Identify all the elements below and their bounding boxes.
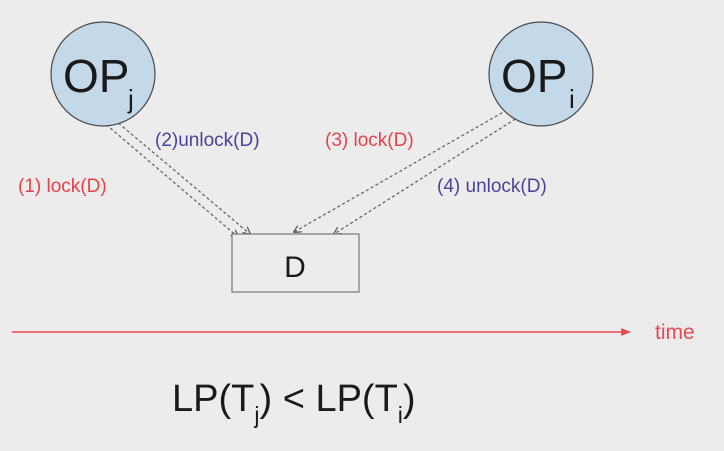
edge-label-3-lock: (3) lock(D): [325, 130, 414, 151]
node-op-i: OP i: [488, 21, 594, 127]
formula-lhs: LP(T: [172, 378, 254, 420]
node-op-j-circle: [50, 21, 156, 127]
node-op-j-label: OP: [63, 50, 129, 102]
edge-label-2-unlock: (2)unlock(D): [155, 130, 260, 151]
time-label: time: [655, 321, 695, 344]
formula-lhs-subscript: j: [253, 402, 259, 428]
edge-label-4-unlock: (4) unlock(D): [437, 176, 547, 197]
node-d: D: [231, 233, 360, 293]
node-op-i-subscript: i: [569, 84, 575, 114]
formula-end: ): [403, 378, 416, 420]
node-d-box: [231, 233, 360, 293]
formula: LP(Tj) < LP(Ti): [172, 378, 416, 428]
formula-middle: ) < LP(T: [259, 378, 397, 420]
edge-opi-to-d: [294, 109, 521, 234]
time-axis: time: [12, 321, 695, 344]
node-op-i-label: OP: [501, 50, 567, 102]
formula-rhs-subscript: i: [398, 402, 403, 428]
node-op-i-circle: [488, 21, 594, 127]
node-op-j-subscript: j: [127, 84, 134, 114]
edge-label-1-lock: (1) lock(D): [18, 176, 107, 197]
node-op-j: OP j: [50, 21, 156, 127]
node-d-label: D: [284, 251, 306, 284]
edge-opj-to-d: [101, 115, 250, 237]
